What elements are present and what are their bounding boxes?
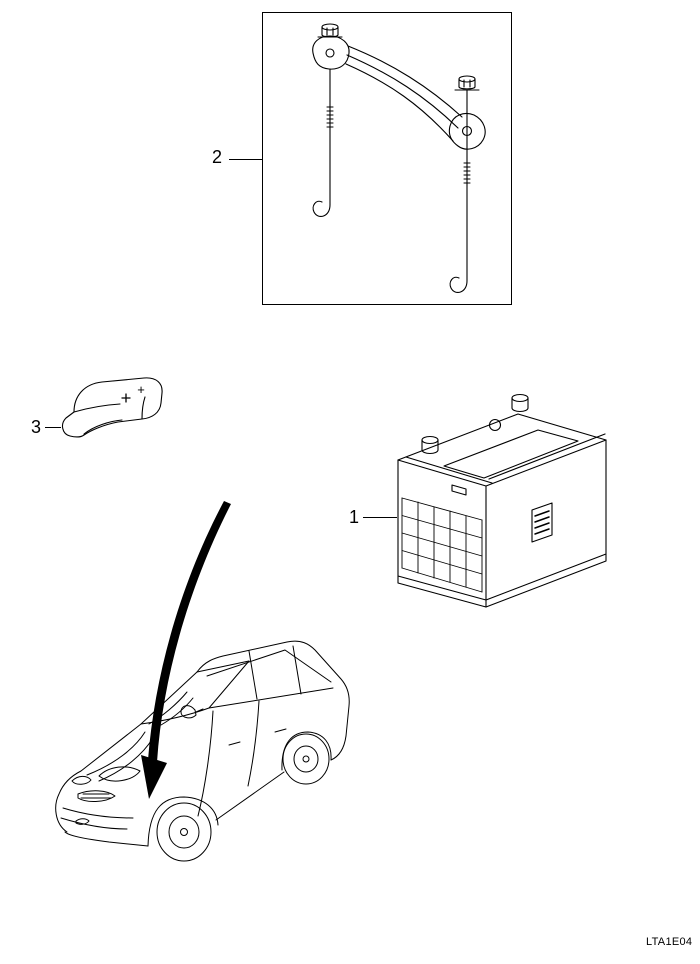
nut-left-icon: [317, 23, 343, 38]
callout-leader-terminal-cover: [45, 427, 61, 428]
callout-label-terminal-cover: 3: [30, 417, 41, 437]
location-arrow: [141, 501, 231, 799]
callout-leader-bracket: [229, 159, 262, 160]
diagram-code: LTA1E04: [646, 936, 693, 948]
j-bolt-right: [449, 112, 471, 294]
callout-leader-battery: [363, 517, 397, 518]
vent-cap-icon: [488, 418, 502, 432]
battery-grid: [401, 497, 483, 593]
front-wheel: [156, 802, 212, 862]
vehicle-wheels: [156, 733, 330, 862]
callout-label-battery: 1: [348, 507, 359, 527]
battery-base: [397, 553, 607, 608]
battery-illustration: [397, 393, 607, 608]
bracket-detail-box: [262, 12, 512, 305]
callout-label-bracket: 2: [211, 147, 222, 167]
nut-right-icon: [454, 75, 480, 114]
terminal-cover-illustration: +: [61, 377, 163, 438]
hold-down-bracket-illustration: [312, 23, 486, 294]
j-bolt-left: [312, 68, 334, 218]
battery-post-rear: [511, 393, 529, 413]
battery-body: [397, 413, 607, 601]
hold-down-bracket: [312, 35, 486, 150]
battery-side-label: [531, 502, 553, 543]
plus-terminal-marking: +: [137, 382, 145, 397]
vehicle-illustration: [55, 501, 350, 862]
battery-post-front: [421, 435, 439, 455]
rear-wheel: [282, 733, 330, 785]
vehicle-outline: [55, 640, 350, 847]
